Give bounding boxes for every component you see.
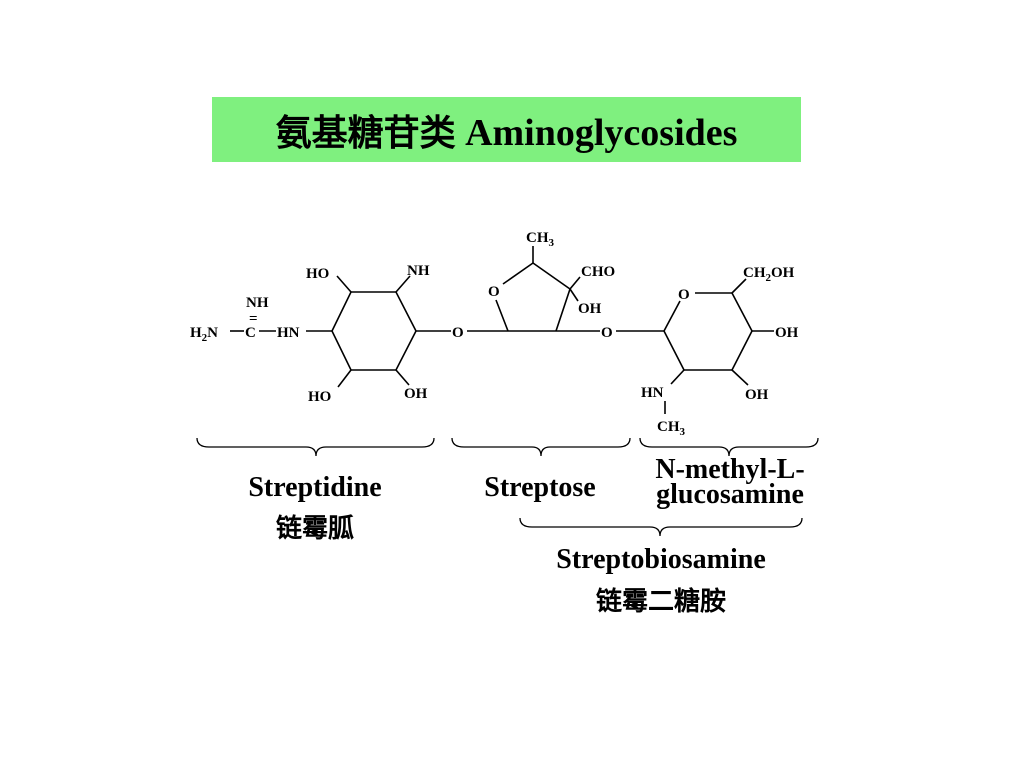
- atom-o-pyran: O: [678, 287, 690, 303]
- label-nmethyl-line1: N-methyl-L-: [655, 454, 804, 485]
- atom-oh-pyran-bottom: OH: [745, 387, 769, 403]
- title-english: Aminoglycosides: [465, 111, 738, 154]
- bond-furan-o-c1: [495, 299, 509, 332]
- bond-pyran-c1-o: [663, 300, 681, 332]
- label-streptidine: Streptidine: [248, 472, 381, 503]
- atom-o-furan: O: [488, 284, 500, 300]
- double-bond-mark: =: [249, 311, 258, 327]
- bond-pyran-c5-c4: [731, 292, 753, 332]
- atom-ch3-top: CH3: [526, 230, 555, 249]
- bond-oh-furan: [569, 288, 579, 302]
- atom-hn-methyl: HN: [641, 385, 664, 401]
- atom-n-ch3: CH3: [657, 419, 686, 438]
- streptose-ring: CH3 O CHO OH: [488, 230, 615, 332]
- guanidine-group: NH = H2N C HN: [190, 295, 332, 344]
- bond-ch2oh: [731, 278, 747, 294]
- bond-cho: [569, 276, 581, 290]
- bond-oh-pyran-bottom: [731, 369, 749, 386]
- atom-o-link1: O: [452, 325, 464, 341]
- atom-nh-top: NH: [407, 263, 430, 279]
- bond-furan-c2-c3: [555, 288, 571, 332]
- label-streptobiosamine: Streptobiosamine: [556, 544, 766, 575]
- label-streptose: Streptose: [484, 472, 595, 503]
- cyclohexane-ring: [331, 291, 417, 371]
- atom-oh-furan: OH: [578, 301, 602, 317]
- atom-oh-bottom: OH: [404, 386, 428, 402]
- bond-ho-top: [336, 275, 352, 293]
- atom-o-link2: O: [601, 325, 613, 341]
- bond-pyran-c4-c3: [731, 330, 753, 371]
- glucosamine-ring: O CH2OH OH OH HN CH3: [641, 265, 799, 438]
- bond-pyran-c2-c1: [663, 330, 685, 371]
- bond-furan-c3-c4: [532, 262, 571, 290]
- atom-oh-right: OH: [775, 325, 799, 341]
- page-title: 氨基糖苷类 Aminoglycosides: [276, 104, 738, 156]
- title-banner: 氨基糖苷类 Aminoglycosides: [212, 97, 801, 162]
- title-chinese: 氨基糖苷类: [275, 112, 456, 154]
- brace-streptobiosamine: [519, 517, 803, 537]
- atom-hn-link: HN: [277, 325, 300, 341]
- bond-furan-c4-o: [502, 262, 534, 285]
- bond-oh-bottom: [395, 369, 410, 386]
- atom-ho-top: HO: [306, 266, 329, 282]
- label-nmethyl-line2: glucosamine: [656, 479, 804, 510]
- brace-streptidine: [196, 437, 435, 457]
- bond-hn-methyl: [670, 369, 685, 385]
- bond-nh-top: [395, 275, 411, 293]
- brace-streptose: [451, 437, 631, 457]
- bond-ho-bottom: [337, 369, 352, 388]
- atom-cho: CHO: [581, 264, 615, 280]
- label-streptobiosamine-cn: 链霉二糖胺: [596, 586, 726, 617]
- atom-ho-bottom: HO: [308, 389, 331, 405]
- atom-ch2oh: CH2OH: [743, 265, 795, 284]
- atom-h2n: H2N: [190, 325, 218, 344]
- streptidine-ring: HO NH HO OH: [306, 263, 451, 405]
- label-streptidine-cn: 链霉胍: [276, 513, 354, 544]
- atom-c: C: [245, 325, 256, 341]
- atom-nh-imine: NH: [246, 295, 269, 311]
- brace-glucosamine: [639, 437, 819, 457]
